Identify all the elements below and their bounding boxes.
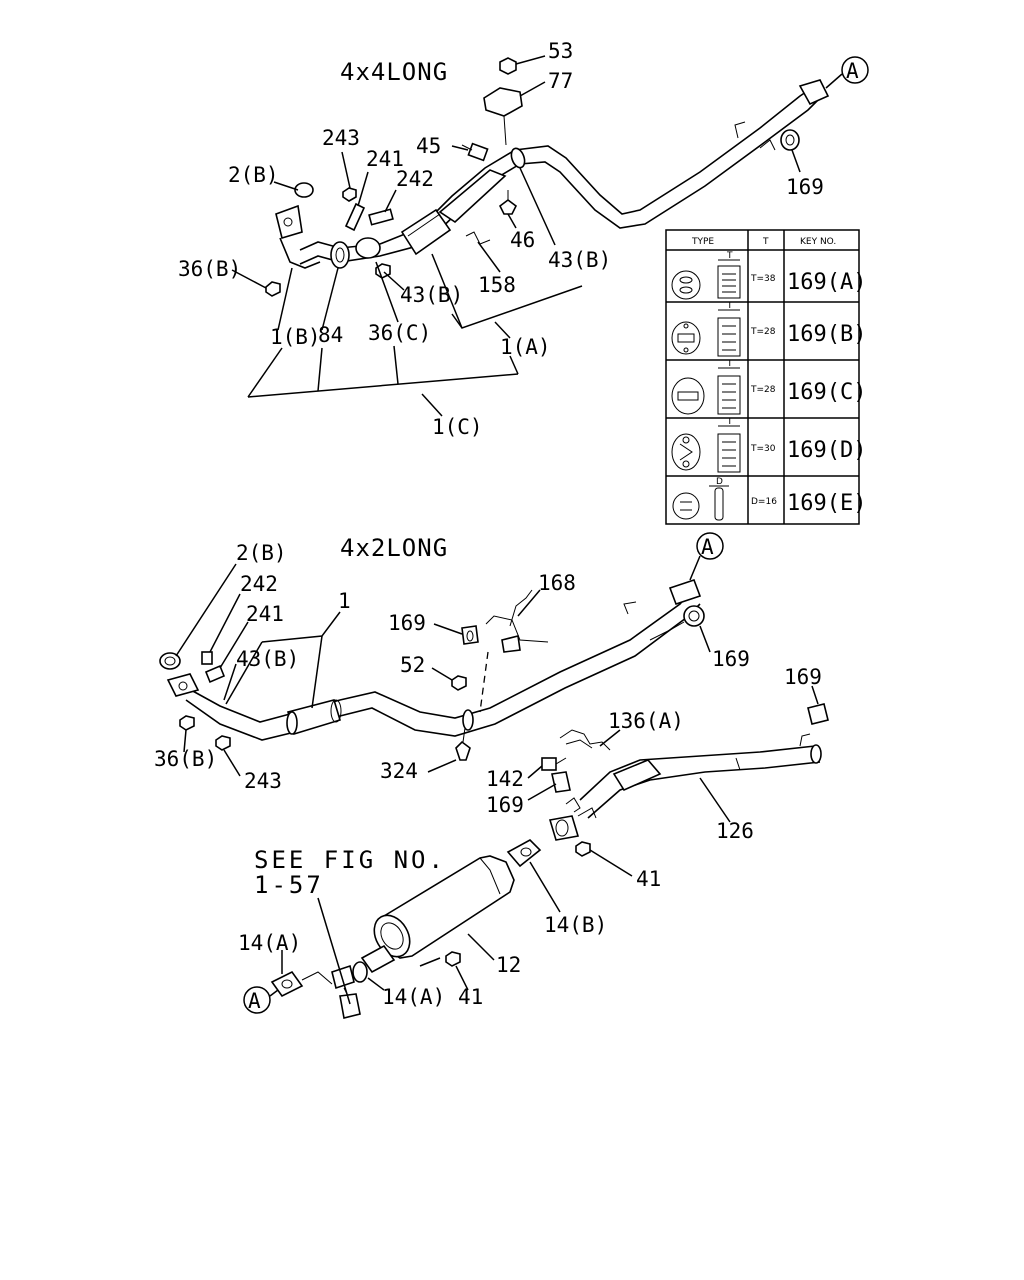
key-row-c-t: T=28: [750, 385, 776, 395]
callout-36c: 36(C): [368, 321, 431, 345]
callout-2b-upper: 2(B): [228, 163, 279, 187]
muffler-12: A: [243, 839, 542, 1019]
callout-14a-left: 14(A): [238, 931, 301, 955]
callout-1a: 1(A): [500, 335, 551, 359]
callout-241: 241: [366, 147, 404, 171]
callout-46: 46: [510, 228, 535, 252]
callout-43b-right: 43(B): [548, 248, 611, 272]
lower-front-pipe: [166, 578, 702, 741]
callout-243-lower: 243: [244, 769, 282, 793]
dim-t-b: T: [726, 301, 733, 311]
callout-41-right: 41: [636, 867, 661, 891]
callout-168: 168: [538, 571, 576, 595]
ref-marker-a-muffler: A: [248, 989, 261, 1013]
key-header-t: T: [762, 237, 769, 247]
key-row-e-key: 169(E): [787, 491, 866, 516]
see-fig-note: SEE FIG NO.: [254, 846, 446, 874]
hanger-type-a-icon: [671, 259, 741, 300]
callout-1b: 1(B): [270, 325, 321, 349]
key-row-b-key: 169(B): [787, 322, 866, 347]
callout-241-lower: 241: [246, 602, 284, 626]
callout-1c: 1(C): [432, 415, 483, 439]
callout-1: 1: [338, 589, 351, 613]
callout-169-top: 169: [388, 611, 426, 635]
key-row-e-t: D=16: [751, 497, 777, 507]
key-row-a-t: T=38: [750, 274, 776, 284]
callout-136a: 136(A): [608, 709, 684, 733]
callout-52: 52: [400, 653, 425, 677]
ref-marker-a-upper: A: [846, 59, 859, 83]
rear-leaders: [281, 685, 819, 1005]
ref-marker-a-lower: A: [701, 535, 714, 559]
callout-43b-lower: 43(B): [236, 647, 299, 671]
callout-243: 243: [322, 126, 360, 150]
callout-324: 324: [380, 759, 418, 783]
callout-12: 12: [496, 953, 521, 977]
callout-126: 126: [716, 819, 754, 843]
lower-front-labels: 2(B) 242 241 1 43(B) 36(B) 243 169 168 5…: [154, 541, 750, 793]
callout-142: 142: [486, 767, 524, 791]
callout-169-far: 169: [784, 665, 822, 689]
dim-t-d: T: [726, 417, 733, 427]
dim-t-a: T: [726, 251, 733, 261]
callout-41-bottom: 41: [458, 985, 483, 1009]
hanger-type-d-icon: [671, 425, 741, 473]
lower-front-parts: A: [159, 532, 724, 761]
upper-exhaust-pipe: [299, 79, 830, 265]
callout-158: 158: [478, 273, 516, 297]
callout-43b-mid: 43(B): [400, 283, 463, 307]
see-fig-number: 1-57: [254, 871, 324, 899]
key-header-type: TYPE: [691, 237, 714, 247]
callout-36b-upper: 36(B): [178, 257, 241, 281]
callout-77: 77: [548, 69, 573, 93]
rear-labels: 169 136(A) 142 169 126 41 14(B) 12 14(A)…: [238, 665, 822, 1009]
upper-labels: 53 77 45 243 241 242 2(B) 46 43(B) 169 3…: [178, 39, 824, 439]
callout-36b-lower: 36(B): [154, 747, 217, 771]
key-row-d-t: T=30: [750, 444, 776, 454]
callout-84: 84: [318, 323, 343, 347]
callout-14a-mid: 14(A): [382, 985, 445, 1009]
upper-parts: A: [265, 56, 869, 297]
callout-242-lower: 242: [240, 572, 278, 596]
hanger-type-b-icon: [671, 309, 741, 357]
hanger-type-e-icon: [672, 485, 729, 521]
key-table-frame: [665, 229, 860, 525]
hanger-type-c-icon: [671, 367, 741, 415]
key-row-b-t: T=28: [750, 327, 776, 337]
callout-53: 53: [548, 39, 573, 63]
callout-242: 242: [396, 167, 434, 191]
callout-14b: 14(B): [544, 913, 607, 937]
tail-parts: [541, 703, 829, 857]
tail-pipe-126: [548, 733, 822, 841]
title-4x4-long: 4x4LONG: [340, 58, 448, 86]
hanger-key-table: TYPE T KEY NO.: [665, 229, 866, 525]
key-row-c-key: 169(C): [787, 380, 866, 405]
key-row-d-key: 169(D): [787, 438, 866, 463]
key-header-key-no: KEY NO.: [800, 237, 836, 247]
lower-front-leaders: [175, 563, 711, 777]
callout-45: 45: [416, 134, 441, 158]
callout-169-mid: 169: [486, 793, 524, 817]
dim-d-e: D: [716, 477, 723, 487]
upper-leaders: [231, 55, 801, 417]
callout-169-right: 169: [712, 647, 750, 671]
callout-169-upper: 169: [786, 175, 824, 199]
title-4x2-long: 4x2LONG: [340, 534, 448, 562]
callout-2b-lower: 2(B): [236, 541, 287, 565]
dim-t-c: T: [726, 359, 733, 369]
key-row-a-key: 169(A): [787, 270, 866, 295]
